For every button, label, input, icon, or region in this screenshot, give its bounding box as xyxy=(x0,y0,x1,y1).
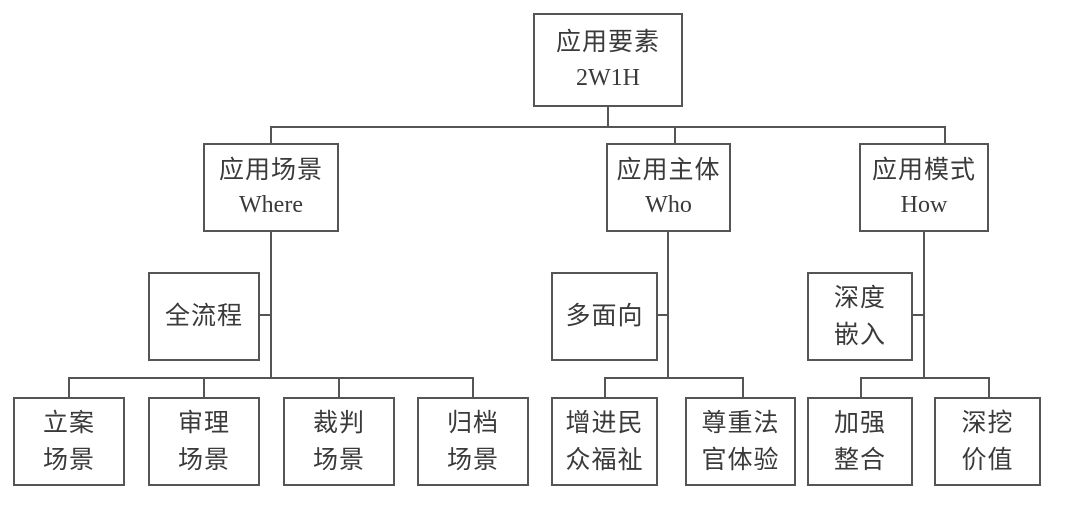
leaf-label: 价值 xyxy=(961,444,1014,474)
branch-title: 应用主体 xyxy=(616,154,721,184)
connector xyxy=(68,377,70,398)
leaf-label: 审理 xyxy=(177,408,230,438)
leaf-node: 深挖 价值 xyxy=(934,397,1041,486)
side-label: 嵌入 xyxy=(833,319,886,349)
connector xyxy=(604,377,606,398)
leaf-label: 场景 xyxy=(177,444,230,474)
root-subtitle: 2W1H xyxy=(576,64,640,91)
connector xyxy=(674,126,676,144)
connector xyxy=(667,231,669,378)
leaf-node: 归档 场景 xyxy=(417,397,529,486)
connector xyxy=(607,107,609,128)
connector xyxy=(270,126,946,128)
connector xyxy=(259,314,271,316)
branch-how: 应用模式 How xyxy=(859,143,989,232)
connector xyxy=(988,377,990,398)
connector xyxy=(912,314,924,316)
leaf-label: 增进民 xyxy=(565,408,644,438)
branch-subtitle: How xyxy=(900,192,948,219)
connector xyxy=(860,377,862,398)
leaf-node: 增进民 众福祉 xyxy=(551,397,658,486)
connector xyxy=(657,314,668,316)
leaf-label: 众福祉 xyxy=(565,444,644,474)
branch-who: 应用主体 Who xyxy=(606,143,731,232)
leaf-node: 立案 场景 xyxy=(13,397,125,486)
connector xyxy=(472,377,474,398)
leaf-node: 尊重法 官体验 xyxy=(685,397,796,486)
leaf-label: 加强 xyxy=(833,408,886,438)
side-label: 全流程 xyxy=(164,301,243,331)
leaf-label: 立案 xyxy=(42,408,95,438)
connector xyxy=(860,377,990,379)
leaf-label: 尊重法 xyxy=(701,408,780,438)
connector xyxy=(68,377,474,379)
leaf-label: 裁判 xyxy=(312,408,365,438)
connector xyxy=(742,377,744,398)
side-node-who: 多面向 xyxy=(551,272,658,361)
root-title: 应用要素 xyxy=(555,27,660,57)
leaf-label: 场景 xyxy=(446,444,499,474)
connector xyxy=(203,377,205,398)
leaf-label: 深挖 xyxy=(961,408,1014,438)
side-label: 深度 xyxy=(833,283,886,313)
leaf-label: 整合 xyxy=(833,444,886,474)
connector xyxy=(338,377,340,398)
leaf-label: 场景 xyxy=(42,444,95,474)
leaf-node: 审理 场景 xyxy=(148,397,260,486)
branch-subtitle: Who xyxy=(645,192,692,219)
branch-title: 应用模式 xyxy=(871,154,976,184)
connector xyxy=(944,126,946,144)
branch-title: 应用场景 xyxy=(218,154,323,184)
connector xyxy=(270,231,272,378)
branch-where: 应用场景 Where xyxy=(203,143,339,232)
side-label: 多面向 xyxy=(565,301,644,331)
side-node-where: 全流程 xyxy=(148,272,260,361)
leaf-node: 加强 整合 xyxy=(807,397,913,486)
connector xyxy=(270,126,272,144)
leaf-label: 场景 xyxy=(312,444,365,474)
leaf-label: 官体验 xyxy=(701,444,780,474)
leaf-label: 归档 xyxy=(446,408,499,438)
side-node-how: 深度 嵌入 xyxy=(807,272,913,361)
root-node: 应用要素 2W1H xyxy=(533,13,683,107)
connector xyxy=(923,231,925,378)
leaf-node: 裁判 场景 xyxy=(283,397,395,486)
connector xyxy=(604,377,744,379)
branch-subtitle: Where xyxy=(239,192,303,219)
